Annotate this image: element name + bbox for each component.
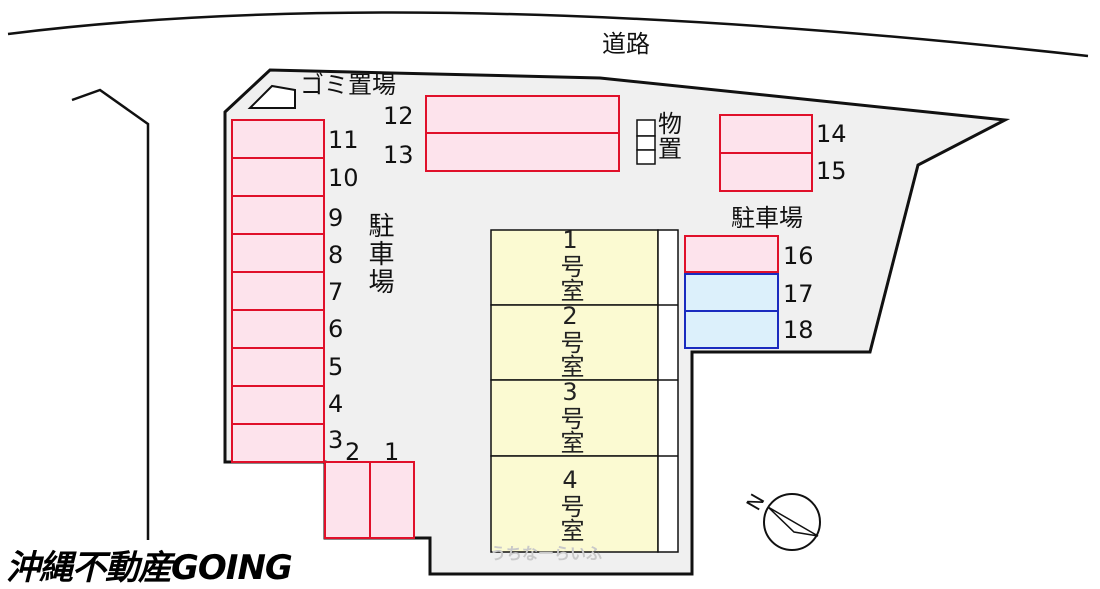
parking-column-bottom [324, 461, 415, 539]
room-1 [490, 229, 659, 306]
parking-space-10 [231, 157, 325, 197]
space-number: 1 [384, 438, 400, 466]
room-label: 1号室 [556, 226, 584, 302]
storage-shed [636, 119, 656, 165]
parking-space-17 [684, 273, 779, 312]
watermark: うちなーらいふ [490, 544, 603, 563]
space-number: 7 [328, 278, 344, 306]
space-number: 4 [328, 390, 344, 418]
parking-space-5 [231, 347, 325, 387]
room-label: 3号室 [556, 378, 584, 454]
garbage-area [247, 84, 296, 109]
space-number: 12 [383, 102, 414, 130]
parking-space-9 [231, 195, 325, 235]
parking-space-12 [425, 95, 620, 134]
space-number: 15 [816, 157, 847, 185]
road-edge-line [7, 11, 1089, 58]
space-number: 8 [328, 241, 344, 269]
space-number: 14 [816, 120, 847, 148]
storage-label: 物置 [658, 110, 682, 164]
parking-space-13 [425, 132, 620, 172]
parking-label-right: 駐車場 [731, 204, 803, 232]
room-4 [490, 455, 659, 553]
compass [763, 493, 821, 551]
parking-row-top [425, 95, 620, 172]
brand-logo-text: 沖縄不動産GOING [6, 548, 293, 588]
space-number: 16 [783, 242, 814, 270]
room-label: 2号室 [556, 302, 584, 378]
parking-label-left: 駐車場 [364, 212, 394, 296]
space-number: 6 [328, 315, 344, 343]
parking-row-top-right [719, 114, 813, 192]
parking-space-1 [369, 461, 415, 539]
parking-space-18 [684, 310, 779, 349]
room-label: 4号室 [556, 466, 584, 542]
space-number: 18 [783, 316, 814, 344]
space-number: 9 [328, 204, 344, 232]
space-number: 13 [383, 141, 414, 169]
space-number: 17 [783, 280, 814, 308]
parking-space-14 [719, 114, 813, 154]
garbage-label: ゴミ置場 [300, 71, 396, 99]
space-number: 3 [328, 426, 344, 454]
parking-space-2 [324, 461, 371, 539]
parking-space-15 [719, 152, 813, 192]
side-road-line [71, 88, 150, 540]
parking-space-16 [684, 235, 779, 273]
balcony [657, 229, 679, 553]
parking-space-6 [231, 309, 325, 349]
space-number: 10 [328, 164, 359, 192]
building [490, 229, 679, 553]
space-number: 11 [328, 126, 359, 154]
parking-space-8 [231, 233, 325, 273]
parking-space-7 [231, 271, 325, 311]
space-number: 2 [345, 438, 361, 466]
space-number: 5 [328, 353, 344, 381]
road-label: 道路 [602, 30, 650, 58]
parking-space-4 [231, 385, 325, 425]
parking-space-11 [231, 119, 325, 159]
parking-column-left [231, 119, 325, 463]
parking-space-3 [231, 423, 325, 463]
